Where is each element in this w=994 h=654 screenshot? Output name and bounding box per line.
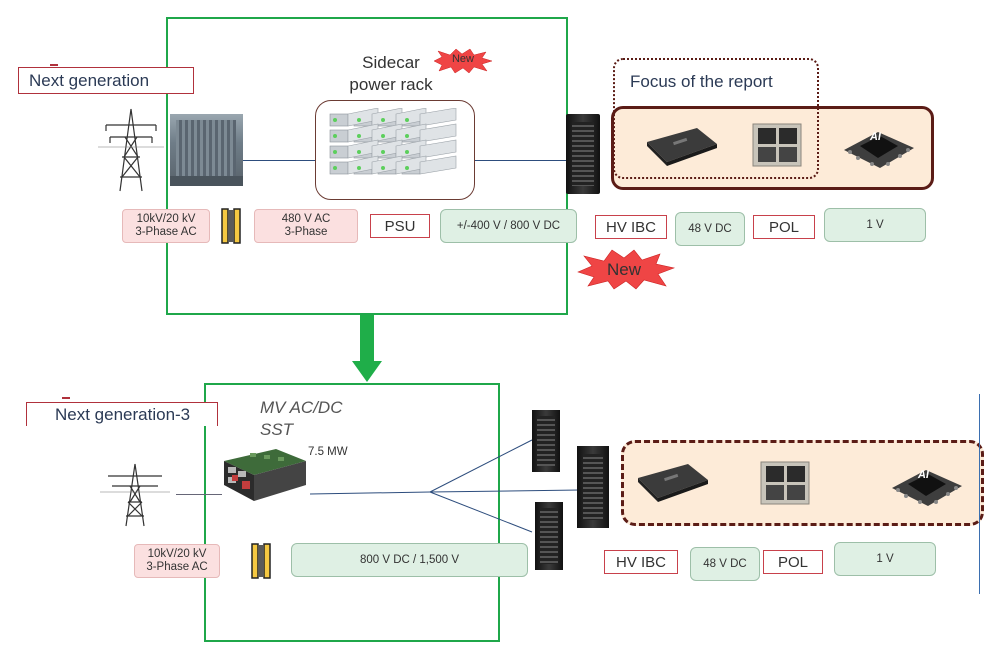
psu-rack-icon [329, 108, 457, 175]
sidecar-title: Sidecar power rack [349, 53, 433, 94]
pol-label: POL [753, 215, 815, 239]
ai-chip-icon [844, 132, 914, 168]
server-rack-icon-3 [535, 502, 563, 570]
ai-chip-label-bottom: AI [916, 469, 931, 481]
pol-label-bottom: POL [763, 550, 823, 574]
sst-module-icon [224, 449, 306, 501]
hv-ibc-label: HV IBC [595, 215, 667, 239]
ai-chip-label: AI [868, 131, 883, 143]
server-rack-icon-1 [532, 410, 560, 472]
v48-label-bottom: 48 V DC [690, 547, 760, 581]
pylon-icon [98, 108, 164, 192]
next-generation-3-label: Next generation-3 [26, 402, 218, 426]
power-rating: 7.5 MW [308, 446, 348, 458]
transformer-icon [170, 114, 243, 186]
grid-input-label: 10kV/20 kV 3-Phase AC [122, 209, 210, 243]
v1-label: 1 V [824, 208, 926, 242]
pylon-icon-bottom [100, 463, 170, 527]
v48-label: 48 V DC [675, 212, 745, 246]
v1-label-bottom: 1 V [834, 542, 936, 576]
new-large-label: New [606, 260, 641, 279]
server-rack-icon [566, 114, 600, 194]
brick-converter-icon [647, 128, 717, 166]
pol-module-icon-bottom [760, 461, 810, 505]
transformer-symbol-icon [221, 208, 241, 244]
dc-bus-label: +/-400 V / 800 V DC [440, 209, 577, 243]
new-starburst-large [577, 249, 676, 290]
sst-title: MV AC/DC SST [260, 398, 343, 439]
right-edge-line [979, 394, 980, 594]
ai-chip-icon-bottom [892, 470, 962, 506]
server-rack-icon-2 [577, 446, 609, 528]
bottom-feed-line [176, 494, 222, 495]
focus-of-report-frame [613, 58, 819, 179]
ac-480-label: 480 V AC 3-Phase [254, 209, 358, 243]
sst-frame [204, 383, 500, 642]
focus-title: Focus of the report [630, 72, 773, 91]
psu-label: PSU [370, 214, 430, 238]
new-starburst-small [433, 48, 493, 74]
brick-converter-icon-bottom [638, 464, 708, 502]
dc-bus-label-bottom: 800 V DC / 1,500 V [291, 543, 528, 577]
pol-module-icon [752, 123, 802, 167]
small-red-tick [50, 64, 58, 66]
fanout-lines [309, 439, 581, 533]
transformer-symbol-icon-bottom [251, 543, 271, 579]
hv-ibc-label-bottom: HV IBC [604, 550, 678, 574]
small-red-tick-2 [62, 397, 70, 399]
next-generation-label: Next generation [18, 67, 194, 94]
new-small-label: New [451, 53, 474, 65]
grid-input-label-bottom: 10kV/20 kV 3-Phase AC [134, 544, 220, 578]
down-arrow-icon [352, 315, 382, 382]
